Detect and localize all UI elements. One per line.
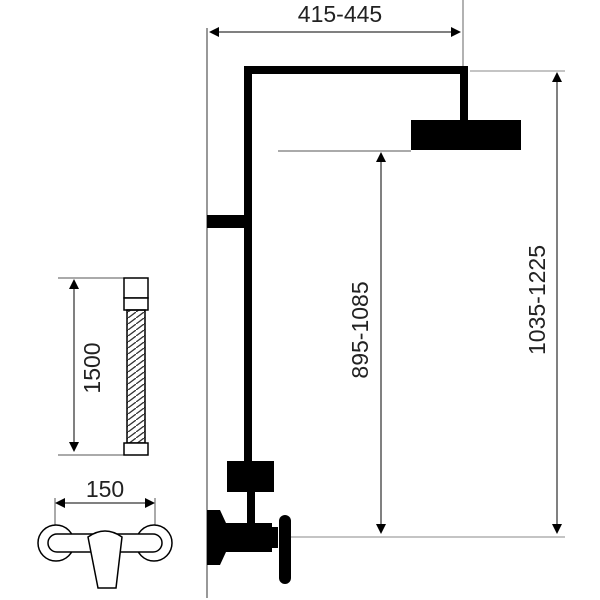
shower-column — [207, 66, 521, 584]
mixer-handle — [279, 515, 291, 584]
total-height-label: 1035-1225 — [524, 245, 550, 355]
mixer-spacing-label: 150 — [86, 476, 124, 502]
head-height-dimension: 895-1085 — [347, 152, 386, 534]
total-height-dimension: 1035-1225 — [524, 72, 562, 534]
shower-head — [411, 120, 521, 150]
shower-hose: 1500 — [58, 277, 149, 456]
mixer-front-view: 150 — [37, 476, 173, 589]
hose-length-label: 1500 — [79, 342, 105, 393]
arm-reach-dimension: 415-445 — [209, 0, 464, 66]
mixer-body — [207, 510, 278, 565]
arm-reach-label: 415-445 — [298, 1, 382, 27]
slider-block — [227, 461, 274, 492]
head-height-label: 895-1085 — [347, 281, 373, 378]
wall-bracket — [207, 215, 252, 228]
